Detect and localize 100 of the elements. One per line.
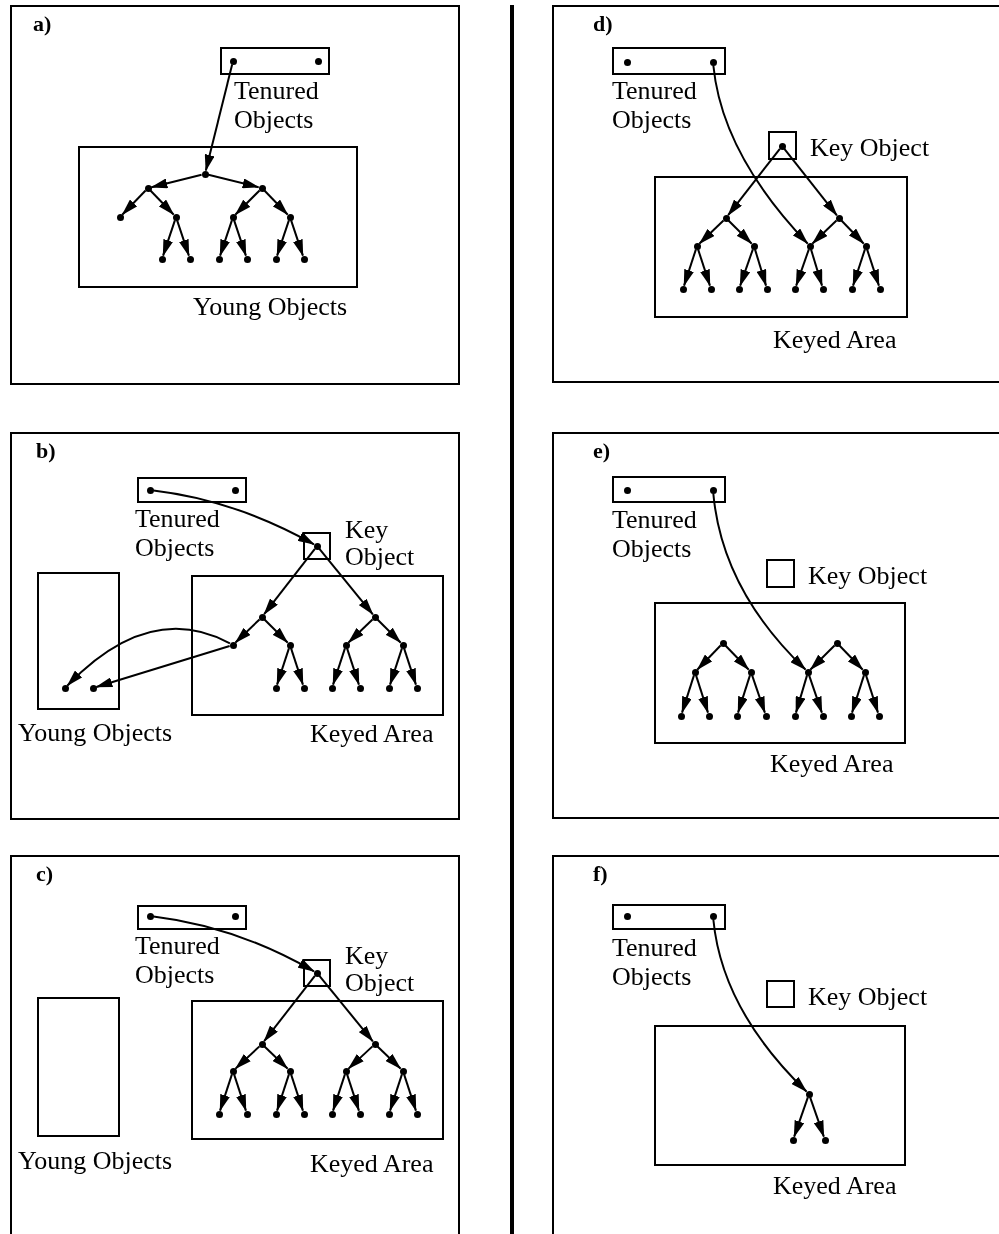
arrow — [162, 219, 176, 257]
box-label: Tenured Objects — [612, 76, 697, 134]
arrow — [347, 618, 374, 644]
arrow — [346, 647, 360, 686]
box-label: Key Object — [808, 561, 928, 590]
panel-letter: b) — [36, 438, 56, 464]
arrow — [234, 1045, 261, 1070]
arrow — [851, 674, 865, 714]
arrow — [389, 647, 403, 686]
arrow — [724, 644, 750, 671]
panel-frame — [10, 432, 460, 820]
arrow — [233, 219, 247, 257]
arrow — [697, 248, 711, 287]
arrow — [318, 547, 374, 616]
arrow — [727, 147, 781, 217]
box-label: Young Objects — [193, 292, 348, 321]
arrow — [808, 674, 823, 714]
arrow — [795, 674, 808, 714]
arrow — [150, 173, 203, 189]
arrow — [403, 647, 417, 686]
arrow — [696, 644, 722, 671]
box-label: Keyed Area — [310, 719, 434, 748]
arrow — [840, 219, 865, 245]
arrow — [234, 189, 261, 216]
box-label: Keyed Area — [773, 1171, 897, 1200]
arrow — [290, 219, 304, 257]
arrow — [332, 1073, 346, 1112]
arrow — [712, 492, 807, 671]
arrow — [276, 647, 290, 686]
arrow — [698, 219, 725, 245]
box-label: Tenured Objects — [612, 505, 697, 563]
arrow — [683, 248, 697, 287]
box-label: Key Object — [810, 133, 930, 162]
arrow — [389, 1073, 403, 1112]
panel-letter: e) — [593, 438, 611, 464]
arrow — [737, 674, 751, 714]
arrow — [751, 674, 766, 714]
arrow — [207, 173, 260, 189]
arrow — [290, 647, 304, 686]
panel-letter: c) — [36, 861, 54, 887]
arrow — [376, 618, 402, 644]
arrow — [149, 189, 175, 216]
box-label: Keyed Area — [773, 325, 897, 354]
arrow — [234, 618, 261, 644]
arrow — [754, 248, 767, 287]
arrow — [739, 248, 754, 287]
arrow — [332, 647, 346, 686]
box-label: Key Object — [808, 982, 928, 1011]
arrow — [263, 1045, 289, 1070]
arrow — [219, 219, 233, 257]
arrow — [95, 645, 231, 688]
arrow — [712, 918, 808, 1093]
arrow — [727, 219, 753, 245]
arrow — [347, 1045, 374, 1070]
arrow — [263, 974, 316, 1043]
panel-frame — [552, 5, 999, 383]
box-label: Tenured Objects — [135, 504, 220, 562]
arrow — [376, 1045, 402, 1070]
arrow — [318, 974, 374, 1043]
arrow — [810, 248, 823, 287]
arrow — [121, 189, 147, 216]
box-label: Young Objects — [18, 1146, 173, 1175]
arrow — [66, 627, 231, 687]
arrow — [712, 64, 809, 245]
box-label: Key Object — [345, 516, 415, 570]
arrow — [793, 1096, 809, 1138]
arrow — [403, 1073, 417, 1112]
box-label: Tenured Objects — [135, 931, 220, 989]
box-label: Tenured Objects — [612, 933, 697, 991]
box-label: Keyed Area — [770, 749, 894, 778]
panel-letter: a) — [33, 11, 52, 37]
arrow — [176, 219, 190, 257]
panel-frame — [10, 5, 460, 385]
panel-frame — [10, 855, 460, 1234]
box-label: Tenured Objects — [234, 76, 319, 134]
arrow — [276, 1073, 290, 1112]
arrow — [290, 1073, 304, 1112]
arrow — [865, 674, 879, 714]
panel-frame — [552, 432, 999, 819]
arrow — [811, 219, 838, 245]
box-label: Keyed Area — [310, 1149, 434, 1178]
arrow — [795, 248, 810, 287]
arrow — [695, 674, 709, 714]
arrow — [276, 219, 290, 257]
arrow — [346, 1073, 360, 1112]
arrow — [219, 1073, 233, 1112]
arrow — [809, 644, 836, 671]
box-label: Key Object — [345, 942, 415, 996]
arrow — [263, 547, 316, 616]
panel-letter: f) — [593, 861, 608, 887]
arrow — [852, 248, 866, 287]
panel-frame — [552, 855, 999, 1234]
arrow — [681, 674, 695, 714]
arrow — [809, 1096, 825, 1138]
arrow — [783, 147, 838, 217]
arrow — [866, 248, 880, 287]
arrow — [204, 63, 234, 172]
panel-letter: d) — [593, 11, 613, 37]
arrow — [263, 618, 289, 644]
arrow — [838, 644, 864, 671]
